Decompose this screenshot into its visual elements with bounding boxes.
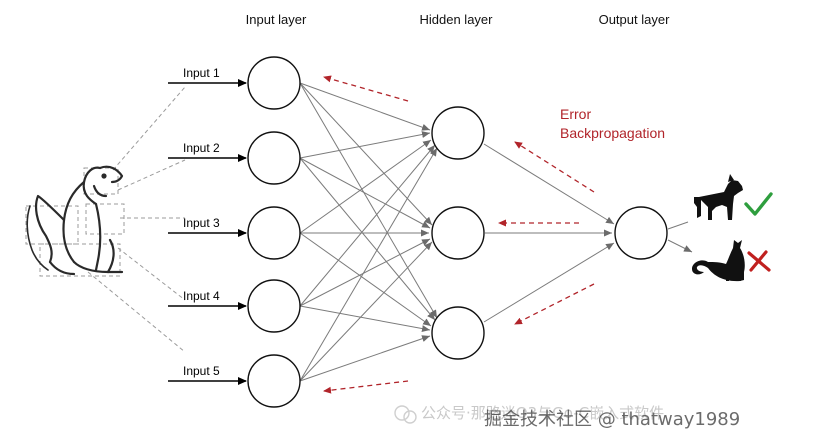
- input-node-5: [247, 354, 301, 408]
- input-label-1: Input 1: [183, 66, 220, 80]
- input-label-4: Input 4: [183, 289, 220, 303]
- red-x-icon: [747, 250, 771, 272]
- green-check-icon: [744, 192, 773, 216]
- dog-silhouette-icon: [694, 174, 743, 220]
- watermark-line-1: 公众号·那路迷Q3与Go-C嵌入式软件: [421, 404, 664, 422]
- input-label-3: Input 3: [183, 216, 220, 230]
- dog-sitting-sketch-icon: [26, 165, 124, 276]
- output-node: [614, 206, 668, 260]
- input-label-5: Input 5: [183, 364, 220, 378]
- hidden-node-3: [431, 306, 485, 360]
- input-node-4: [247, 279, 301, 333]
- input-layer-title: Input layer: [246, 12, 307, 27]
- hidden-output-connections: [483, 143, 615, 323]
- hidden-node-1: [431, 106, 485, 160]
- backprop-arrows: [323, 75, 595, 394]
- cat-silhouette-icon: [692, 240, 745, 282]
- hidden-layer-title: Hidden layer: [420, 12, 494, 27]
- watermark-line-2: 掘金技术社区 @ thatway1989: [484, 409, 740, 430]
- hidden-node-2: [431, 206, 485, 260]
- input-arrows: [168, 79, 247, 385]
- output-layer-title: Output layer: [599, 12, 670, 27]
- input-node-1: [247, 56, 301, 110]
- error-label-line2: Backpropagation: [560, 125, 665, 141]
- error-label-line1: Error: [560, 106, 591, 122]
- watermark: 公众号·那路迷Q3与Go-C嵌入式软件 掘金技术社区 @ thatway1989: [394, 404, 740, 430]
- input-hidden-connections: [299, 82, 438, 382]
- image-input-guides: [25, 86, 186, 353]
- input-label-2: Input 2: [183, 141, 220, 155]
- input-node-2: [247, 131, 301, 185]
- output-result-arrows: [667, 221, 693, 253]
- input-node-3: [247, 206, 301, 260]
